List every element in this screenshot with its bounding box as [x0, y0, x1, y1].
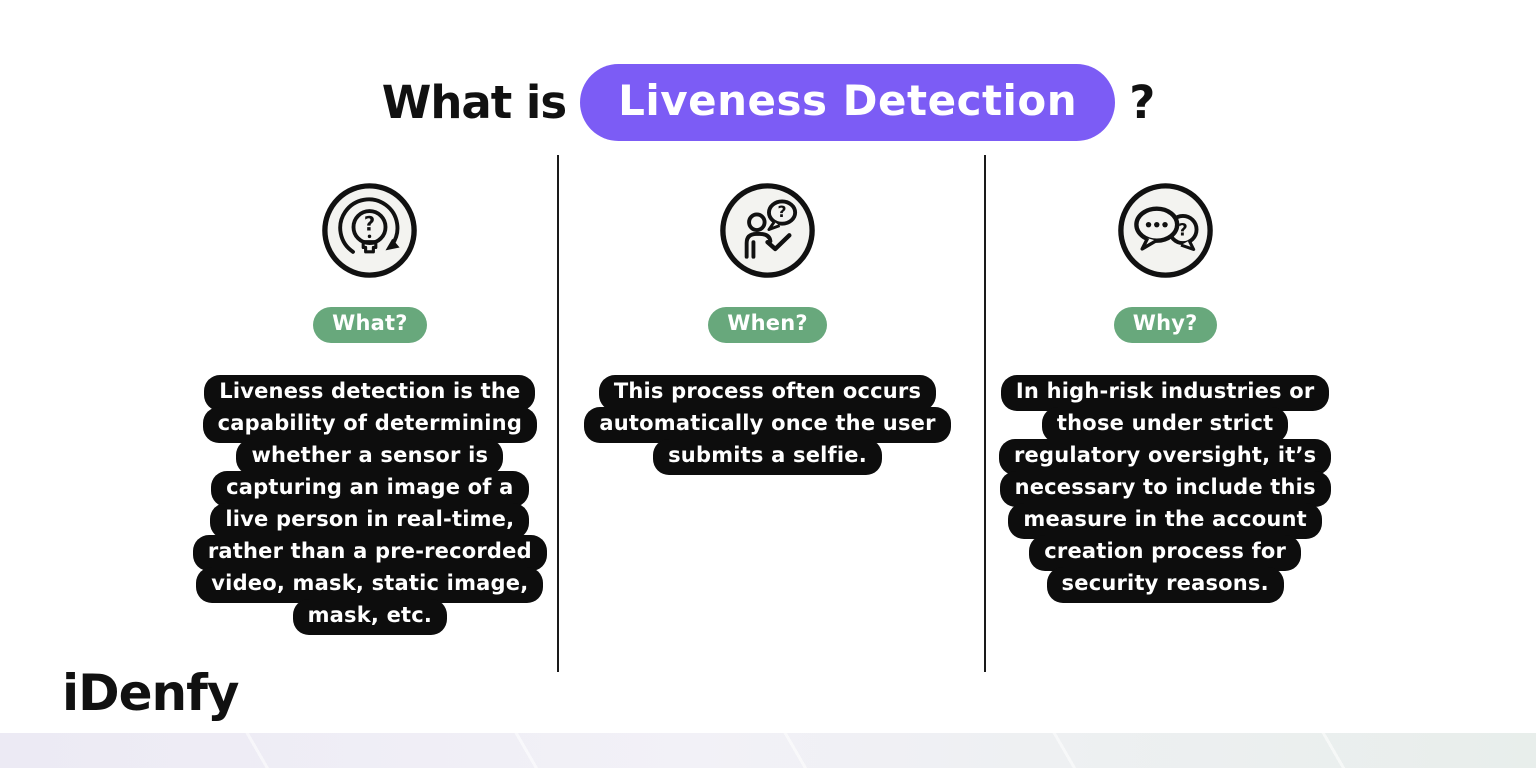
bubble-text-line: capability of determining	[202, 407, 538, 443]
bottom-decoration-band	[0, 733, 1536, 768]
bubble-text-line: necessary to include this	[999, 471, 1331, 507]
bubble-text-line: Liveness detection is the	[204, 375, 536, 411]
column-divider-right	[984, 155, 986, 672]
bubble-text-line: video, mask, static image,	[196, 567, 544, 603]
bubble-text-line: regulatory oversight, it’s	[998, 439, 1332, 475]
bubble-text-line: creation process for	[1029, 535, 1302, 571]
bubble-text-line: capturing an image of a	[211, 471, 529, 507]
bubble-text-line: measure in the account	[1008, 503, 1322, 539]
page-title: What is Liveness Detection ?	[0, 63, 1536, 141]
bubble-text-line: In high-risk industries or	[1000, 375, 1330, 411]
title-prefix: What is	[381, 75, 567, 129]
bubble-text-line: rather than a pre-recorded	[192, 535, 547, 571]
bubble-text-line: live person in real-time,	[210, 503, 530, 539]
lightbulb-question-icon: ?	[321, 182, 418, 279]
column-divider-left	[557, 155, 559, 672]
bubble-text-line: security reasons.	[1046, 567, 1284, 603]
badge-when: When?	[708, 307, 827, 343]
bubble-text-line: This process often occurs	[598, 375, 937, 411]
badge-why: Why?	[1113, 307, 1217, 343]
title-question-mark: ?	[1129, 75, 1155, 129]
bubble-text-line: mask, etc.	[292, 599, 448, 635]
person-question-icon: ?	[719, 182, 816, 279]
svg-text:?: ?	[778, 203, 787, 221]
idenfy-logo: iDenfy	[62, 664, 239, 722]
bubble-text-line: those under strict	[1041, 407, 1289, 443]
chat-bubbles-question-icon: ?	[1117, 182, 1214, 279]
svg-text:?: ?	[364, 213, 375, 236]
bubble-text-line: automatically once the user	[584, 407, 951, 443]
bubble-text-line: whether a sensor is	[236, 439, 504, 475]
svg-text:?: ?	[1178, 220, 1188, 239]
title-highlight-pill: Liveness Detection	[580, 63, 1116, 141]
bubble-text-line: submits a selfie.	[653, 439, 882, 475]
badge-what: What?	[313, 307, 427, 343]
